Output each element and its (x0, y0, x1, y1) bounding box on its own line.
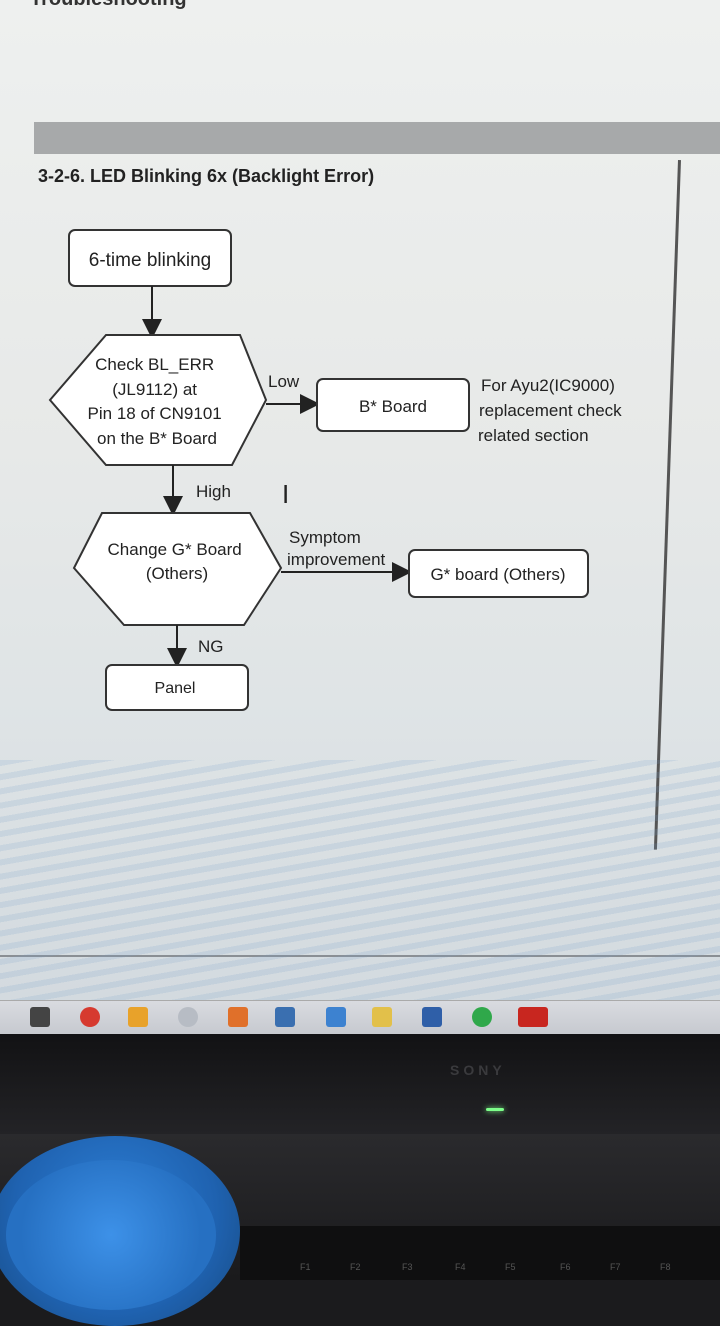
note-line-2: replacement check (479, 401, 622, 420)
taskbar-app-icon[interactable] (518, 1007, 548, 1027)
b-board-note: For Ayu2(IC9000) replacement check relat… (478, 376, 626, 445)
check-line-3: Pin 18 of CN9101 (88, 404, 222, 423)
ng-label: NG (198, 637, 224, 656)
check-bl-err-label: Check BL_ERR (JL9112) at Pin 18 of CN910… (88, 355, 227, 448)
monitor-brand: SONY (450, 1062, 506, 1078)
fkey: F8 (660, 1262, 671, 1272)
check-line-2: (JL9112) at (112, 380, 197, 399)
taskbar-app-icon[interactable] (178, 1007, 198, 1027)
note-line-3: related section (478, 426, 589, 445)
fkey: F7 (610, 1262, 621, 1272)
panel-label: Panel (155, 680, 196, 697)
document-header: Troubleshooting (30, 0, 187, 11)
text-cursor-icon: I (282, 479, 289, 509)
start-node (68, 229, 232, 287)
taskbar-app-icon[interactable] (326, 1007, 346, 1027)
section-title: 3-2-6. LED Blinking 6x (Backlight Error) (38, 166, 375, 186)
check-line-4: on the B* Board (97, 429, 217, 448)
taskbar (0, 1000, 720, 1035)
change-line-2: (Others) (146, 564, 208, 583)
flowchart: 6-time blinking Check BL_ERR (JL9112) at… (48, 229, 626, 711)
taskbar-app-icon[interactable] (228, 1007, 248, 1027)
note-line-1: For Ayu2(IC9000) (481, 376, 615, 395)
symptom-line-1: Symptom (289, 528, 361, 547)
b-board-node (316, 378, 470, 432)
monitor-screen: Troubleshooting 3-2-6. LED Blinking 6x (… (0, 0, 720, 1000)
taskbar-app-icon[interactable] (275, 1007, 295, 1027)
panel-node (105, 664, 249, 711)
taskbar-app-icon[interactable] (30, 1007, 50, 1027)
g-board-node (408, 549, 589, 598)
fkey: F2 (350, 1262, 361, 1272)
g-board-label: G* board (Others) (430, 565, 565, 584)
taskbar-app-icon[interactable] (422, 1007, 442, 1027)
check-bl-err-node (48, 334, 268, 466)
high-label: High (196, 482, 231, 501)
change-g-board-label: Change G* Board (Others) (108, 540, 247, 583)
taskbar-app-icon[interactable] (80, 1007, 100, 1027)
start-node-label: 6-time blinking (89, 250, 212, 271)
change-line-1: Change G* Board (108, 540, 242, 559)
monitor-bezel (0, 1034, 720, 1134)
fkey: F4 (455, 1262, 466, 1272)
b-board-label: B* Board (359, 397, 427, 416)
fkey: F1 (300, 1262, 311, 1272)
taskbar-app-icon[interactable] (128, 1007, 148, 1027)
blue-bowl-inner (6, 1160, 216, 1310)
fkey: F3 (402, 1262, 413, 1272)
section-band (34, 122, 720, 154)
check-line-1: Check BL_ERR (95, 355, 214, 374)
fkey: F5 (505, 1262, 516, 1272)
power-led (486, 1108, 504, 1111)
low-label: Low (268, 372, 300, 391)
change-g-board-node (72, 512, 283, 626)
taskbar-app-icon[interactable] (472, 1007, 492, 1027)
keyboard (240, 1226, 720, 1280)
taskbar-app-icon[interactable] (372, 1007, 392, 1027)
symptom-line-2: improvement (287, 550, 386, 569)
fkey: F6 (560, 1262, 571, 1272)
page-divider (0, 955, 720, 957)
symptom-label: Symptom improvement (287, 528, 386, 569)
